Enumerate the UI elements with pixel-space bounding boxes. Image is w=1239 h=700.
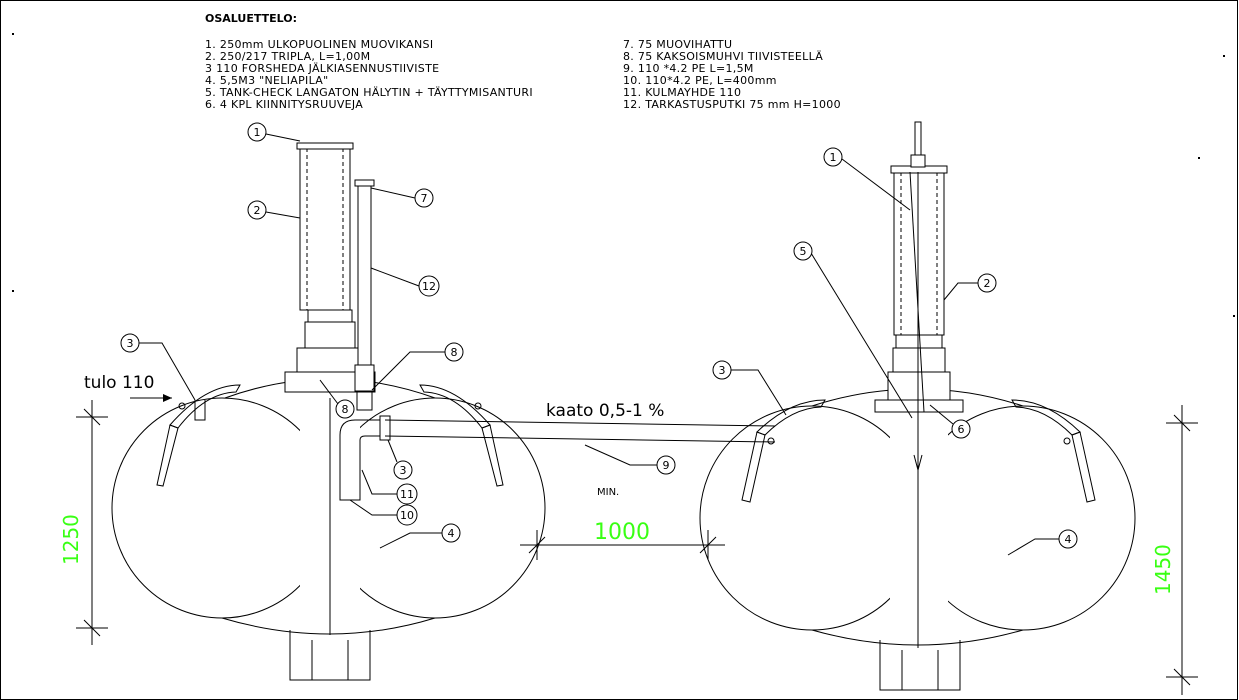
- right-height-label: 1450: [1151, 544, 1175, 595]
- callout-9: [656, 455, 676, 475]
- left-tank-lobe-left: [111, 397, 333, 619]
- callout-l7: [414, 188, 434, 208]
- callouts: 1 2 7 12 3 8 8 3 11 10: [120, 122, 1078, 556]
- svg-text:6: 6: [958, 423, 965, 436]
- legend-item-8: 8. 75 KAKSOISMUHVI TIIVISTEELLÄ: [623, 50, 823, 63]
- callout-l2: [247, 200, 267, 220]
- callout-r6: [951, 419, 971, 439]
- callout-r1: [823, 147, 843, 167]
- legend-item-10: 10. 110*4.2 PE, L=400mm: [623, 74, 777, 87]
- left-tank-base: [289, 630, 371, 681]
- svg-text:3: 3: [127, 337, 134, 350]
- right-tank-base: [879, 640, 961, 691]
- right-tank-collar: [874, 399, 964, 413]
- legend-item-1: 1. 250mm ULKOPUOLINEN MUOVIKANSI: [205, 38, 433, 51]
- svg-text:1: 1: [254, 126, 261, 139]
- right-tank: [699, 121, 1136, 691]
- svg-text:3: 3: [400, 464, 407, 477]
- right-riser-tube: [893, 171, 945, 336]
- svg-text:10: 10: [400, 509, 414, 522]
- spacing-label: 1000: [594, 520, 650, 545]
- legend-item-3: 3 110 FORSHEDA JÄLKIASENNUSTIIVISTE: [205, 62, 439, 75]
- inlet-arrow: [130, 394, 172, 402]
- connecting-pipe: [384, 419, 776, 443]
- callout-l8b: [335, 399, 355, 419]
- right-sensor-head: [910, 154, 926, 168]
- callout-l10: [396, 504, 418, 526]
- left-height-label: 1250: [59, 514, 83, 565]
- parts-legend: OSALUETTELO: 1. 250mm ULKOPUOLINEN MUOVI…: [205, 12, 841, 111]
- svg-text:3: 3: [719, 364, 726, 377]
- svg-text:2: 2: [254, 204, 261, 217]
- svg-text:2: 2: [984, 277, 991, 290]
- svg-text:9: 9: [663, 459, 670, 472]
- callout-l3b: [393, 460, 413, 480]
- svg-text:4: 4: [448, 527, 455, 540]
- legend-item-7: 7. 75 MUOVIHATTU: [623, 38, 732, 51]
- inlet-label: tulo 110: [84, 373, 154, 393]
- callout-r3: [712, 360, 732, 380]
- callout-l4: [441, 523, 461, 543]
- legend-item-11: 11. KULMAYHDE 110: [623, 86, 741, 99]
- svg-text:11: 11: [400, 488, 414, 501]
- callout-l12: [418, 275, 440, 297]
- callout-r4: [1058, 529, 1078, 549]
- right-sensor-rod: [914, 121, 922, 156]
- callout-l1: [247, 122, 267, 142]
- svg-text:12: 12: [422, 280, 436, 293]
- legend-item-6: 6. 4 KPL KIINNITYSRUUVEJA: [205, 98, 363, 111]
- legend-item-2: 2. 250/217 TRIPLA, L=1,00M: [205, 50, 370, 63]
- svg-text:5: 5: [800, 245, 807, 258]
- svg-text:1: 1: [830, 151, 837, 164]
- dimension-right-height: 1450: [1151, 405, 1198, 695]
- svg-text:7: 7: [421, 192, 428, 205]
- legend-item-5: 5. TANK-CHECK LANGATON HÄLYTIN + TÄYTTYM…: [205, 86, 533, 99]
- callout-l8a: [444, 342, 464, 362]
- svg-text:8: 8: [342, 403, 349, 416]
- legend-item-9: 9. 110 *4.2 PE L=1,5M: [623, 62, 754, 75]
- slope-label: kaato 0,5-1 %: [546, 401, 664, 421]
- callout-r5: [793, 241, 813, 261]
- min-label: MIN.: [597, 487, 619, 498]
- legend-item-4: 4. 5,5M3 "NELIAPILA": [205, 74, 328, 87]
- dimension-left-height: 1250: [59, 400, 108, 645]
- svg-text:4: 4: [1065, 533, 1072, 546]
- callout-l11: [396, 483, 418, 505]
- legend-title: OSALUETTELO:: [205, 12, 297, 25]
- dimension-spacing: 1000: [520, 520, 725, 560]
- svg-text:8: 8: [451, 346, 458, 359]
- legend-item-12: 12. TARKASTUSPUTKI 75 mm H=1000: [623, 98, 841, 111]
- left-inspection-pipe: [357, 182, 372, 391]
- callout-l3: [120, 333, 140, 353]
- left-tank: [111, 142, 546, 681]
- callout-r2: [977, 273, 997, 293]
